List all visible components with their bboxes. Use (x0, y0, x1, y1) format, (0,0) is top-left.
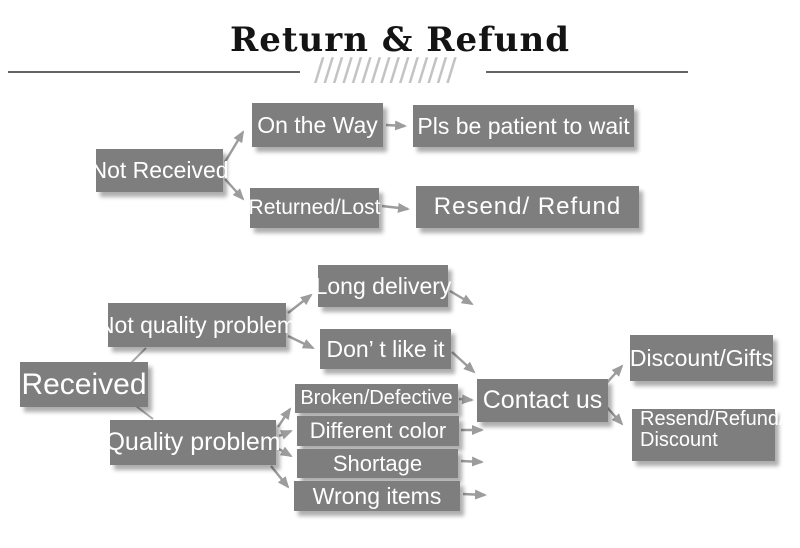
arrow-dont-like-it-to-contact-us (451, 351, 476, 374)
node-dont-like-it: Don’ t like it (320, 329, 451, 369)
node-returned-lost: Returned/Lost (249, 188, 380, 228)
node-resend-refund: Resend/ Refund (416, 186, 639, 228)
node-contact-us: Contact us (477, 379, 608, 422)
arrow-not-quality-to-dont-like-it (287, 334, 315, 350)
node-resend-refund-discount: Resend/Refund/ Discount (632, 409, 785, 461)
arrow-not-received-to-returned-lost (224, 178, 245, 201)
arrow-long-delivery-out (449, 289, 474, 306)
arrow-quality-to-wrong-items (270, 465, 290, 489)
arrow-broken-defective-to-contact-us (458, 394, 474, 405)
node-not-quality-problem: Not quality problem (98, 303, 296, 347)
arrow-not-received-to-on-the-way (223, 130, 245, 163)
arrow-shortage-out (460, 456, 484, 467)
divider-line-left (8, 71, 300, 73)
node-received: Received (20, 362, 148, 407)
arrow-wrong-items-out (462, 489, 487, 500)
arrow-returned-lost-to-resend-refund (381, 202, 410, 213)
node-resend-refund-discount-line1: Resend/Refund/ (640, 408, 785, 430)
node-broken-defective: Broken/Defective (295, 384, 458, 413)
arrow-quality-to-shortage (278, 446, 293, 458)
page-title: Return & Refund (229, 20, 571, 60)
node-quality-problem: Quality problem (105, 420, 281, 465)
node-discount-gifts: Discount/Gifts (630, 335, 773, 381)
node-shortage: Shortage (297, 449, 458, 478)
arrow-quality-to-broken-defective (277, 407, 292, 428)
node-wrong-items: Wrong items (294, 481, 460, 511)
node-long-delivery: Long delivery (315, 265, 451, 307)
line-received-to-quality-problem (135, 405, 154, 420)
node-pls-be-patient: Pls be patient to wait (413, 105, 634, 147)
node-not-received: Not Received (90, 149, 229, 192)
node-resend-refund-discount-line2: Discount (640, 429, 718, 451)
node-on-the-way: On the Way (252, 103, 383, 147)
arrow-not-quality-to-long-delivery (287, 293, 313, 314)
arrow-on-the-way-to-pls-wait (385, 120, 407, 131)
hatch-decoration: /////////////// (314, 52, 457, 88)
divider-line-right (486, 71, 688, 73)
node-different-color: Different color (297, 416, 459, 446)
arrow-quality-to-different-color (278, 429, 293, 440)
